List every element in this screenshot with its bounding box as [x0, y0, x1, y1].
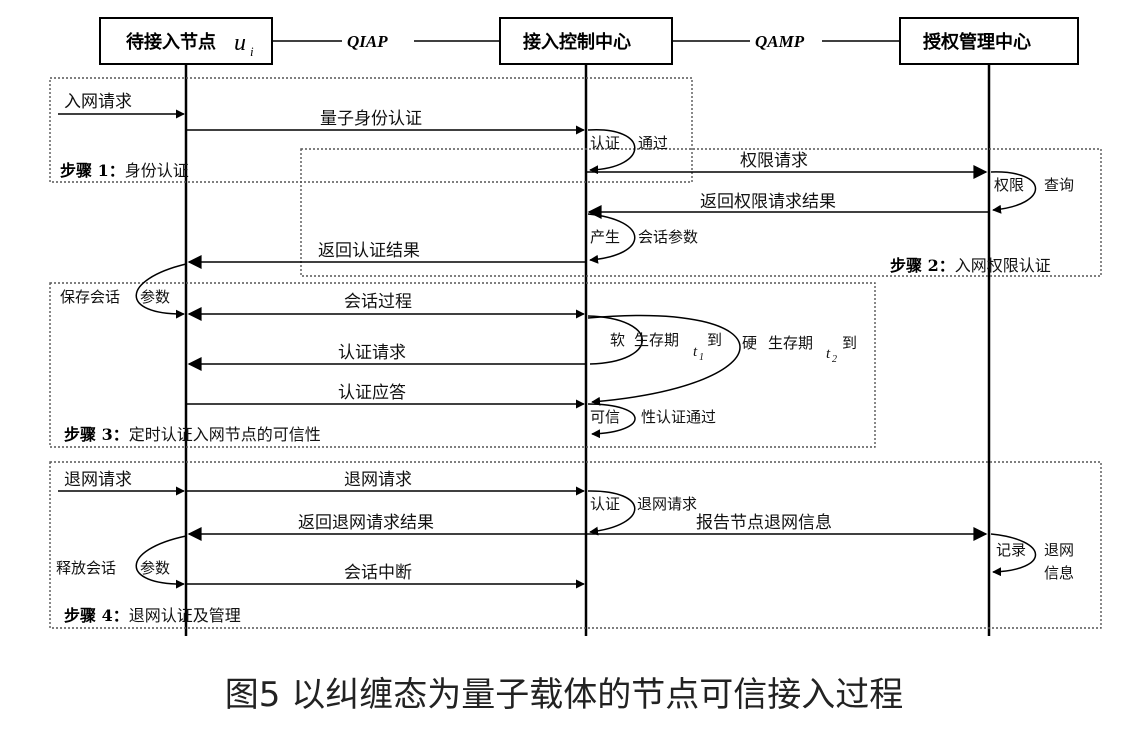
release-session-label-a: 释放会话 [56, 559, 116, 577]
step4-label: 步骤 4：退网认证及管理 [64, 606, 241, 625]
node-box [99, 17, 273, 65]
auth-center-title: 授权管理中心 [923, 31, 1031, 53]
join-request-label: 入网请求 [64, 92, 132, 112]
hard-life-label-b: 生存期 [768, 334, 813, 352]
access-center-box [499, 17, 673, 65]
leave-auth-label-a: 认证 [590, 495, 620, 513]
release-session-selfloop [135, 535, 187, 589]
auth-response-label: 认证应答 [338, 383, 406, 403]
step2-label: 步骤 2：入网权限认证 [890, 256, 1051, 275]
perm-query-label-b: 查询 [1044, 176, 1074, 194]
session-interrupt-label: 会话中断 [344, 563, 412, 583]
leave-request-label: 退网请求 [344, 470, 412, 490]
step2-frame [300, 148, 1102, 277]
return-perm-result-label: 返回权限请求结果 [700, 192, 836, 212]
perm-query-label-a: 权限 [994, 176, 1024, 194]
perm-query-selfloop [990, 171, 1037, 214]
record-label-c: 信息 [1044, 564, 1074, 582]
release-session-label-b: 参数 [140, 559, 170, 577]
step1-frame [49, 77, 693, 183]
save-session-selfloop [135, 263, 187, 319]
soft-life-label-c: 到 [707, 331, 722, 349]
leave-request-left-label: 退网请求 [64, 470, 132, 490]
auth-pass-selfloop [587, 129, 636, 175]
record-label-a: 记录 [996, 541, 1026, 559]
auth-request-label: 认证请求 [338, 343, 406, 363]
figure-caption: 图5 以纠缠态为量子载体的节点可信接入过程 [225, 675, 903, 715]
trust-pass-label-a: 可信 [590, 408, 620, 426]
auth-pass-label-a: 认证 [590, 134, 620, 152]
save-session-label-b: 参数 [140, 288, 170, 306]
hard-life-label-a: 硬 [742, 334, 757, 352]
hard-life-sub: 2 [832, 354, 837, 365]
return-auth-result-label: 返回认证结果 [318, 241, 420, 261]
perm-request-label: 权限请求 [740, 151, 808, 171]
soft-life-t: t [693, 344, 698, 360]
gen-session-label-a: 产生 [590, 228, 620, 246]
node-var-sub: i [250, 44, 254, 59]
qamp-label: QAMP [755, 32, 805, 51]
quantum-id-auth-label: 量子身份认证 [320, 109, 422, 129]
report-leave-label: 报告节点退网信息 [696, 513, 832, 533]
leave-auth-label-b: 退网请求 [637, 495, 697, 513]
node-title: 待接入节点 [126, 31, 216, 53]
leave-auth-selfloop [587, 490, 636, 536]
record-selfloop [990, 533, 1037, 577]
hard-life-label-c: 到 [842, 334, 857, 352]
soft-life-selfloop [587, 315, 643, 365]
soft-life-label-a: 软 [610, 331, 625, 349]
access-center-title: 接入控制中心 [523, 31, 631, 53]
gen-session-selfloop [587, 213, 636, 264]
step3-frame [49, 282, 876, 448]
gen-session-label-b: 会话参数 [638, 228, 698, 246]
hard-life-selfloop [587, 314, 741, 406]
qiap-label: QIAP [347, 32, 388, 51]
return-leave-result-label: 返回退网请求结果 [298, 513, 434, 533]
step4-frame [49, 461, 1102, 629]
soft-life-label-b: 生存期 [634, 331, 679, 349]
step3-label: 步骤 3：定时认证入网节点的可信性 [64, 425, 321, 444]
trust-pass-selfloop [587, 403, 636, 439]
save-session-label-a: 保存会话 [60, 288, 120, 306]
hard-life-t: t [826, 346, 831, 362]
step1-label: 步骤 1：身份认证 [60, 161, 189, 180]
record-label-b: 退网 [1044, 541, 1074, 559]
node-var: u [234, 30, 246, 56]
auth-pass-label-b: 通过 [638, 134, 668, 152]
session-process-label: 会话过程 [344, 292, 412, 312]
trust-pass-label-b: 性认证通过 [641, 408, 716, 426]
soft-life-sub: 1 [699, 352, 704, 363]
